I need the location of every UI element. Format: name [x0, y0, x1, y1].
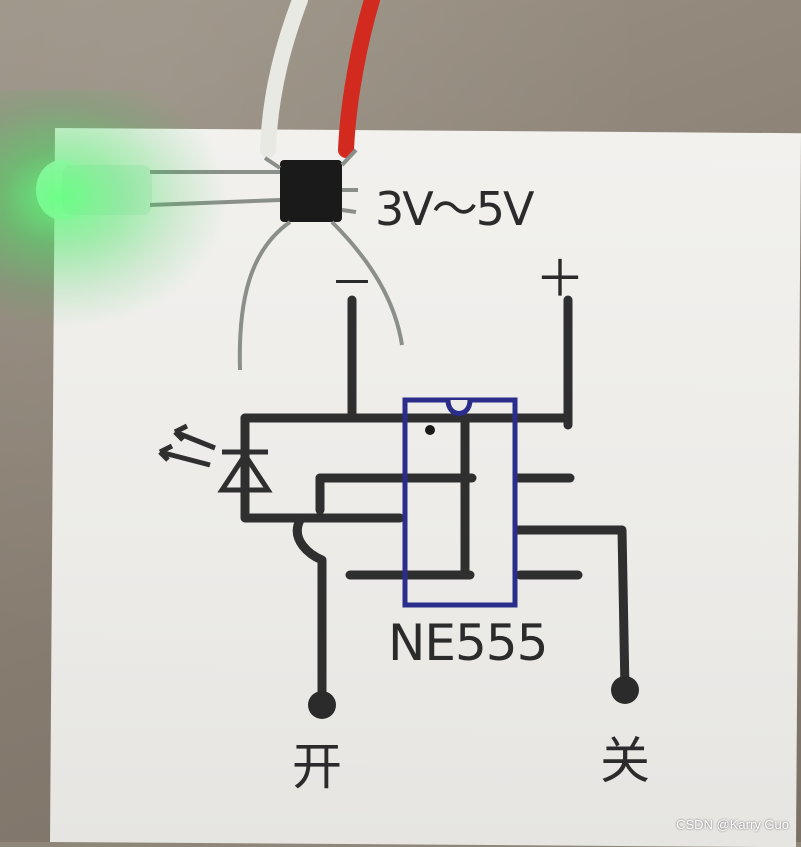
voltage-label: 3V～5V [375, 182, 534, 236]
red-wire [338, 0, 380, 158]
watermark: CSDN @Karry Guo [676, 817, 789, 832]
on-terminal-dot [308, 691, 336, 719]
photodiode-symbol [158, 423, 273, 493]
off-terminal-dot [611, 676, 639, 704]
smd-chip [237, 148, 404, 371]
ne555-chip-outline [402, 397, 518, 608]
positive-label: ＋ [535, 250, 585, 308]
negative-label: － [330, 258, 374, 309]
switch-on-label: 开 [292, 738, 342, 796]
switch-off-label: 关 [600, 732, 650, 790]
white-wire [260, 0, 308, 158]
led [36, 160, 281, 220]
chip-label: NE555 [388, 614, 548, 672]
